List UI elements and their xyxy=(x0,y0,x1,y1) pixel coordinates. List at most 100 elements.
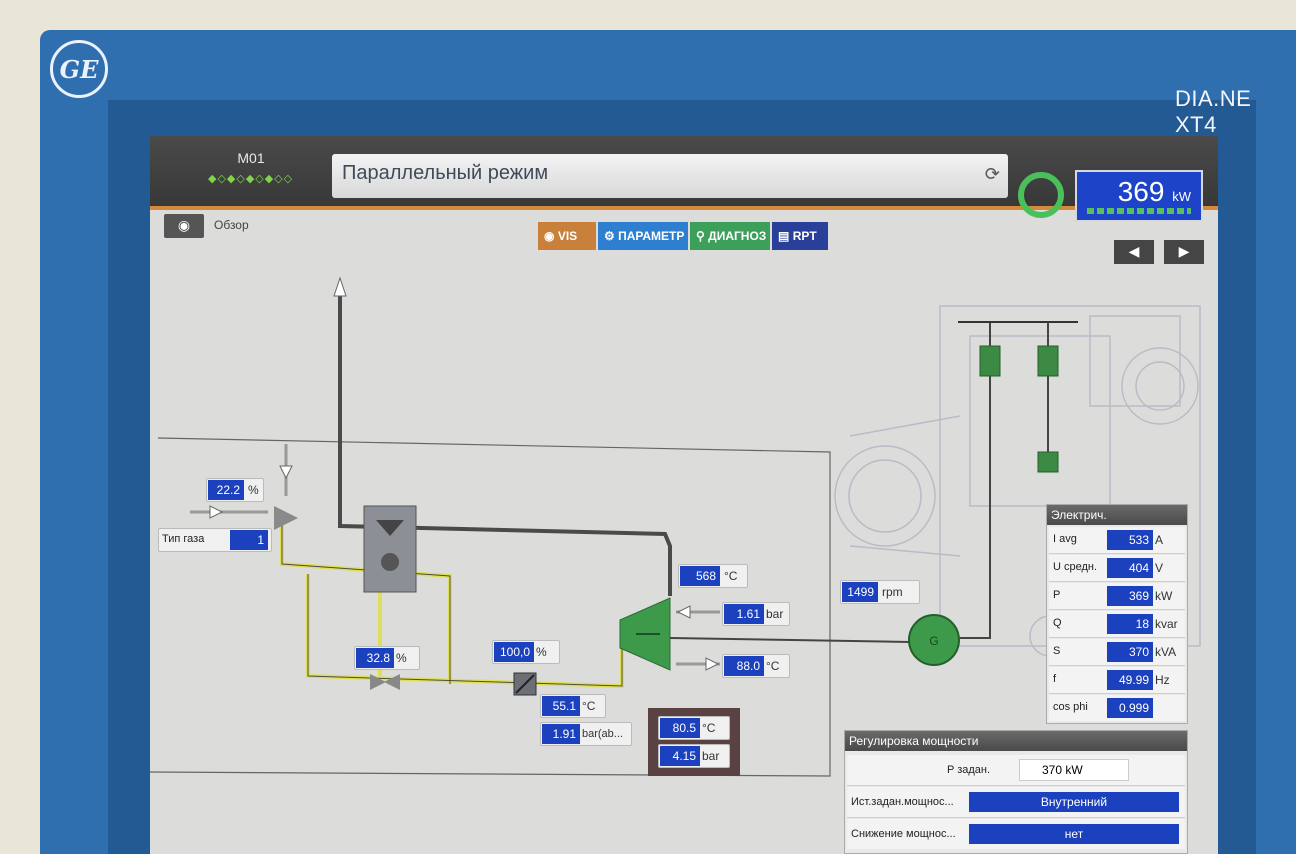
tab-diagnoz-label: ДИАГНОЗ xyxy=(708,229,767,243)
oil-temp-unit: °C xyxy=(702,721,716,735)
elec-s-value: 370 xyxy=(1107,642,1153,662)
grid-breaker-icon xyxy=(1037,345,1059,377)
generator-label: G xyxy=(929,634,938,648)
power-display: 369 kW xyxy=(1075,170,1203,222)
setpoint-label: P задан. xyxy=(947,764,991,776)
setpoint-row: P задан. 370 kW xyxy=(847,755,1185,786)
elec-q-unit: kvar xyxy=(1155,617,1178,631)
electrical-title: Электрич. xyxy=(1047,505,1187,525)
elec-u-unit: V xyxy=(1155,561,1164,575)
tab-parametr-label: ПАРАМЕТР xyxy=(618,229,685,243)
header-divider xyxy=(150,206,1218,210)
source-label: Ист.задан.мощнос... xyxy=(851,796,954,808)
magnifier-icon: ⚲ xyxy=(696,229,705,243)
grid-switch-icon xyxy=(1037,451,1059,473)
power-control-panel: Регулировка мощности P задан. 370 kW Ист… xyxy=(844,730,1188,854)
document-icon: ▤ xyxy=(778,229,790,243)
throttle-unit: % xyxy=(536,645,547,659)
mixer-fan-icon xyxy=(381,553,399,571)
mode-text: Параллельный режим xyxy=(342,162,549,184)
tab-diagnoz[interactable]: ⚲ ДИАГНОЗ xyxy=(690,222,770,250)
valve2-unit: % xyxy=(396,651,407,665)
mix-temp-unit: °C xyxy=(582,699,596,713)
mix-temp-value: 55.1 xyxy=(542,696,580,716)
oil-pressure-unit: bar xyxy=(702,749,720,763)
speed-unit: rpm xyxy=(882,585,903,599)
ge-logo: GE xyxy=(50,40,108,98)
elec-s-label: S xyxy=(1053,645,1061,657)
valve2-value: 32.8 xyxy=(356,648,394,668)
throttle-value: 100,0 xyxy=(494,642,534,662)
tab-vis-label: VIS xyxy=(557,229,578,243)
turbo-temp-value: 88.0 xyxy=(724,656,764,676)
reduction-label: Снижение мощнос... xyxy=(851,828,956,840)
valve2b-icon xyxy=(384,674,400,690)
power-unit: kW xyxy=(1172,189,1191,204)
engine-boundary xyxy=(150,437,831,777)
status-dots-icon: ◆◇◆◇◆◇◆◇◇ xyxy=(208,172,294,185)
elec-row-f: f 49.99 Hz xyxy=(1049,667,1185,694)
generator-shaft xyxy=(669,637,911,643)
elec-q-value: 18 xyxy=(1107,614,1153,634)
elec-p-value: 369 xyxy=(1107,586,1153,606)
elec-u-value: 404 xyxy=(1107,558,1153,578)
power-bar xyxy=(1087,208,1191,214)
elec-cosphi-label: cos phi xyxy=(1053,701,1088,713)
elec-p-unit: kW xyxy=(1155,589,1173,603)
gas-type-label: Тип газа xyxy=(162,533,205,545)
elec-iavg-label: I avg xyxy=(1053,533,1077,545)
source-row: Ист.задан.мощнос... Внутренний xyxy=(847,787,1185,818)
elec-iavg-value: 533 xyxy=(1107,530,1153,550)
breaker-icon xyxy=(979,345,1001,377)
gas-inlet-arrow-icon xyxy=(279,465,293,480)
mix-pressure-value: 1.91 xyxy=(542,724,580,744)
gas-valve-icon xyxy=(274,506,298,530)
throttle-plate-icon xyxy=(515,674,535,694)
elec-f-unit: Hz xyxy=(1155,673,1170,687)
oil-temp-value: 80.5 xyxy=(660,718,700,738)
source-value[interactable]: Внутренний xyxy=(969,792,1179,812)
exhaust-temp-value: 568 xyxy=(680,566,720,586)
elec-row-iavg: I avg 533 A xyxy=(1049,527,1185,554)
tab-rpt-label: RPT xyxy=(792,229,817,243)
next-arrow-button[interactable]: ▶ xyxy=(1164,240,1204,264)
elec-iavg-unit: A xyxy=(1155,533,1164,547)
tab-rpt[interactable]: ▤ RPT xyxy=(772,222,828,250)
wrench-icon: ⚙ xyxy=(604,229,615,243)
speed-value: 1499 xyxy=(842,582,878,602)
exhaust-temp-unit: °C xyxy=(724,569,738,583)
elec-row-cosphi: cos phi 0.999 xyxy=(1049,695,1185,721)
elec-row-q: Q 18 kvar xyxy=(1049,611,1185,638)
gas-lines xyxy=(280,514,624,689)
unit-id: M01 xyxy=(237,150,265,166)
gas-type-value: 1 xyxy=(230,530,268,550)
elec-p-label: P xyxy=(1053,589,1061,601)
air-inlet-arrow-icon xyxy=(209,505,224,519)
elec-f-value: 49.99 xyxy=(1107,670,1153,690)
setpoint-field[interactable]: 370 kW xyxy=(1019,759,1129,781)
reduction-value[interactable]: нет xyxy=(969,824,1179,844)
tab-vis[interactable]: ◉ VIS xyxy=(538,222,596,250)
elec-row-u: U средн. 404 V xyxy=(1049,555,1185,582)
reduction-row: Снижение мощнос... нет xyxy=(847,819,1185,849)
turbo-pressure-unit: bar xyxy=(766,607,784,621)
turbo-temp-unit: °C xyxy=(766,659,780,673)
refresh-icon[interactable]: ⟳ xyxy=(984,164,1000,185)
oil-pressure-value: 4.15 xyxy=(660,746,700,766)
elec-f-label: f xyxy=(1053,673,1057,685)
tab-parametr[interactable]: ⚙ ПАРАМЕТР xyxy=(598,222,688,250)
elec-row-s: S 370 kVA xyxy=(1049,639,1185,666)
eye-icon: ◉ xyxy=(544,229,555,243)
turbo-out-arrow-icon xyxy=(705,657,720,671)
power-control-title: Регулировка мощности xyxy=(845,731,1187,751)
power-value: 369 xyxy=(1117,176,1165,207)
gas-valve-unit: % xyxy=(248,483,259,497)
gas-mixer-icon xyxy=(363,505,417,593)
camera-icon[interactable]: ◉ xyxy=(164,214,204,238)
turbo-in-arrow-icon xyxy=(676,605,691,619)
exhaust-arrow-icon xyxy=(333,276,347,297)
exhaust-line xyxy=(338,288,672,596)
prev-arrow-button[interactable]: ◀ xyxy=(1114,240,1154,264)
valve2-icon xyxy=(370,674,386,690)
elec-row-p: P 369 kW xyxy=(1049,583,1185,610)
